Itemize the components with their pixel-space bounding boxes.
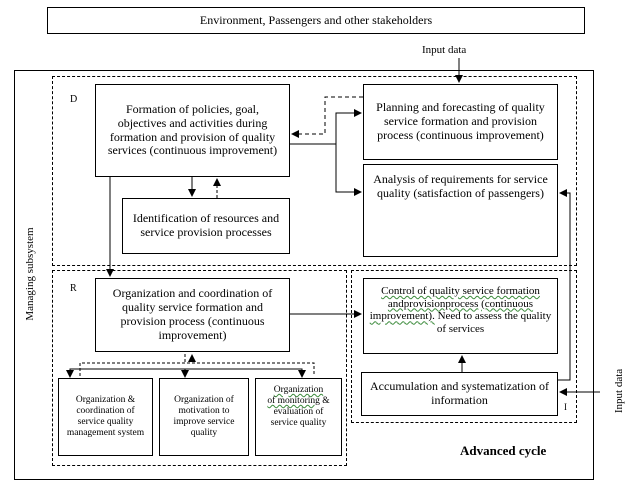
planning-forecasting-box: Planning and forecasting of quality serv…	[363, 84, 558, 160]
org-quality-management-box: Organization & coordination of service q…	[58, 378, 153, 456]
stakeholders-banner-text: Environment, Passengers and other stakeh…	[199, 12, 433, 27]
accumulation-to-analysis-arrow	[558, 189, 571, 381]
section-i-label: I	[564, 402, 567, 412]
identification-resources-box: Identification of resources and service …	[122, 198, 290, 254]
formation-policies-text: Formation of policies, goal, objectives …	[107, 101, 278, 158]
org-quality-management-text: Organization & coordination of service q…	[66, 395, 145, 438]
org-motivation-box: Organization of motivation to improve se…	[159, 378, 249, 456]
formation-to-analysis-arrow	[290, 143, 362, 196]
formation-policies-box: Formation of policies, goal, objectives …	[95, 84, 290, 177]
analysis-requirements-box: Analysis of requirements for service qua…	[363, 164, 558, 257]
control-quality-text-3: (continuous	[481, 297, 534, 310]
org-monitoring-text-1: Organization	[273, 385, 324, 395]
control-quality-box: Control of quality service formation and…	[363, 278, 558, 354]
control-quality-text-1: Control of quality service formation	[381, 285, 540, 297]
planning-to-formation-dashed-arrow	[291, 96, 363, 138]
organization-coordination-text: Organization and coordination of quality…	[112, 286, 273, 342]
managing-subsystem-frame	[14, 70, 594, 480]
section-d-label: D	[70, 94, 78, 105]
suborg-solid-bus	[69, 368, 303, 376]
org-motivation-text: Organization of motivation to improve se…	[173, 395, 235, 438]
org-monitoring-text-3: & evaluation of service quality	[270, 395, 330, 428]
advanced-cycle-label: Advanced cycle	[460, 443, 547, 458]
planning-forecasting-text: Planning and forecasting of quality serv…	[376, 100, 545, 142]
organization-coordination-box: Organization and coordination of quality…	[95, 278, 290, 352]
identification-resources-text: Identification of resources and service …	[132, 211, 280, 239]
analysis-requirements-text: Analysis of requirements for service qua…	[373, 172, 548, 200]
section-d-frame	[52, 76, 577, 266]
control-quality-text-4: improvement).	[369, 310, 435, 323]
section-i-frame	[351, 270, 577, 423]
section-r-label: R	[70, 283, 77, 294]
accumulation-box: Accumulation and systematization of info…	[361, 372, 558, 416]
accumulation-text: Accumulation and systematization of info…	[370, 379, 549, 407]
section-r-frame	[52, 270, 347, 466]
org-monitoring-box: Organization of monitoring & evaluation …	[255, 378, 342, 456]
org-monitoring-text-2: of monitoring	[267, 395, 320, 406]
formation-to-planning-arrow	[335, 109, 362, 144]
input-data-top-label: Input data	[422, 44, 467, 56]
control-quality-text-2: andprovisionprocess	[387, 297, 479, 310]
control-quality-text-5: Need to assess the quality of services	[436, 310, 552, 335]
stakeholders-banner: Environment, Passengers and other stakeh…	[47, 7, 585, 34]
